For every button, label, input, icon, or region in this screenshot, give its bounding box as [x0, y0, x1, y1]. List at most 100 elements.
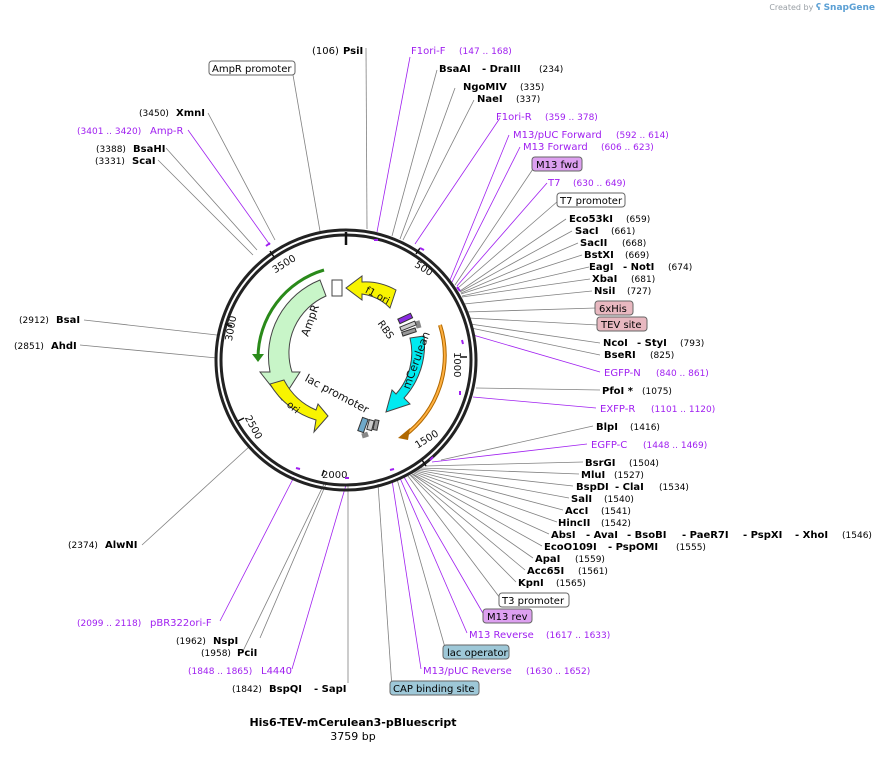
primer-marks: [265, 239, 464, 479]
amprpromoter-box: [208, 60, 296, 76]
xmni-pos: (3450): [139, 109, 169, 119]
eagi-name: EagI: [589, 262, 613, 273]
m13fwd-box: [531, 156, 583, 172]
m13rev-box: [482, 608, 533, 624]
eagi-pos: (674): [668, 263, 692, 273]
eco53ki-name: Eco53kI: [569, 214, 613, 225]
avai-name: - AvaI: [586, 530, 618, 541]
bseri-pos: (825): [650, 351, 674, 361]
kpni-name: KpnI: [518, 578, 544, 589]
ahdi-pos: (2851): [14, 342, 44, 352]
paer7i-name: - PaeR7I: [682, 530, 729, 541]
ncoi-name: NcoI: [603, 338, 628, 349]
xbai-name: XbaI: [592, 274, 617, 285]
egfp-n-range: (840 .. 861): [656, 369, 709, 379]
feature-ampr-promoter-box: [331, 279, 343, 297]
apai-pos: (1559): [575, 555, 605, 565]
bsahi-pos: (3388): [96, 145, 126, 155]
credit-prefix: Created by: [769, 3, 814, 12]
pbr322-name: pBR322ori-F: [150, 618, 212, 629]
scai-pos: (3331): [95, 157, 125, 167]
m13puc-fwd-range: (592 .. 614): [616, 131, 669, 141]
bsrgi-pos: (1504): [629, 459, 659, 469]
tick-2000: 2000: [322, 470, 347, 481]
absi-pos: (1546): [842, 531, 872, 541]
bstxi-pos: (669): [625, 251, 649, 261]
inner-feature-arcs: [361, 320, 422, 439]
pfoi-pos: (1075): [642, 387, 672, 397]
bsai-pos: (2912): [19, 316, 49, 326]
t7-range: (630 .. 649): [573, 179, 626, 189]
acc65i-pos: (1561): [578, 567, 608, 577]
bspqi-name: BspQI: [269, 684, 302, 695]
nspi-pos: (1962): [176, 637, 206, 647]
ampr-green-arrowhead: [252, 354, 264, 362]
ncoi-pos: (793): [680, 339, 704, 349]
m13reverse-range: (1617 .. 1633): [546, 631, 610, 641]
tevsite-name: TEV site: [600, 320, 642, 331]
bstxi-name: BstXI: [584, 250, 614, 261]
bsrgi-name: BsrGI: [585, 458, 615, 469]
alwni-pos: (2374): [68, 541, 98, 551]
feature-f1ori-arrow: [345, 275, 397, 309]
m13puc-rev-range: (1630 .. 1652): [526, 667, 590, 677]
t7promoter-box: [556, 192, 626, 208]
bsai-name: BsaI: [56, 315, 80, 326]
blpi-name: BlpI: [596, 422, 618, 433]
naei-name: NaeI: [477, 94, 503, 105]
feature-rbs-label: RBS: [375, 319, 395, 342]
l4440-range: (1848 .. 1865): [188, 667, 252, 677]
m13puc-fwd-name: M13/pUC Forward: [513, 130, 602, 141]
xmni-name: XmnI: [176, 108, 205, 119]
m13-forward-range: (606 .. 623): [601, 143, 654, 153]
tick-3000: 3000: [224, 315, 239, 342]
blpi-pos: (1416): [630, 423, 660, 433]
bspqi-pos: (1842): [232, 685, 262, 695]
draiii-name: - DraIII: [482, 64, 521, 75]
xhoi-name: - XhoI: [795, 530, 828, 541]
absi-name: AbsI: [551, 530, 576, 541]
apai-name: ApaI: [535, 554, 560, 565]
nspi-name: NspI: [213, 636, 238, 647]
bsobi-name: - BsoBI: [627, 530, 666, 541]
bsahi-name: BsaHI: [133, 144, 165, 155]
amp-r-range: (3401 .. 3420): [77, 127, 141, 137]
pcii-pos: (1958): [201, 649, 231, 659]
cds-orange-arrowhead: [398, 428, 410, 440]
sali-pos: (1540): [604, 495, 634, 505]
eco53ki-pos: (659): [626, 215, 650, 225]
exfp-r-range: (1101 .. 1120): [651, 405, 715, 415]
plasmid-name: His6-TEV-mCerulean3-pBluescript: [249, 716, 457, 729]
bseri-name: BseRI: [604, 350, 636, 361]
t7promoter-name: T7 promoter: [559, 196, 623, 207]
acci-name: AccI: [565, 506, 588, 517]
lacoperator-name: lac operator: [447, 648, 508, 659]
saci-name: SacI: [575, 226, 599, 237]
ecoo109i-name: EcoO109I: [544, 542, 597, 553]
backbone-outer: [214, 228, 478, 492]
sali-name: SalI: [571, 494, 592, 505]
naei-pos: (337): [516, 95, 540, 105]
exfp-r-name: EXFP-R: [600, 404, 635, 415]
psii-name: PsiI: [343, 46, 363, 57]
cap-name: CAP binding site: [393, 684, 475, 695]
t7-name: T7: [547, 178, 560, 189]
acc65i-name: Acc65I: [527, 566, 564, 577]
t3promoter-name: T3 promoter: [501, 596, 565, 607]
alwni-name: AlwNI: [105, 540, 138, 551]
kpni-pos: (1565): [556, 579, 586, 589]
saci-pos: (661): [611, 227, 635, 237]
hincii-pos: (1542): [601, 519, 631, 529]
sapi-name: - SapI: [314, 684, 346, 695]
sacii-name: SacII: [580, 238, 607, 249]
m13-forward-name: M13 Forward: [523, 142, 588, 153]
f1ori-f-name: F1ori-F: [411, 46, 446, 57]
ngomiv-name: NgoMIV: [463, 82, 507, 93]
m13rev-name: M13 rev: [487, 612, 528, 623]
ecoo109i-pos: (1555): [676, 543, 706, 553]
pfoi-name: PfoI *: [602, 386, 634, 397]
his6-name: 6xHis: [599, 304, 627, 315]
m13puc-rev-name: M13/pUC Reverse: [423, 666, 512, 677]
m13reverse-name: M13 Reverse: [469, 630, 534, 641]
f1ori-r-name: F1ori-R: [496, 112, 532, 123]
